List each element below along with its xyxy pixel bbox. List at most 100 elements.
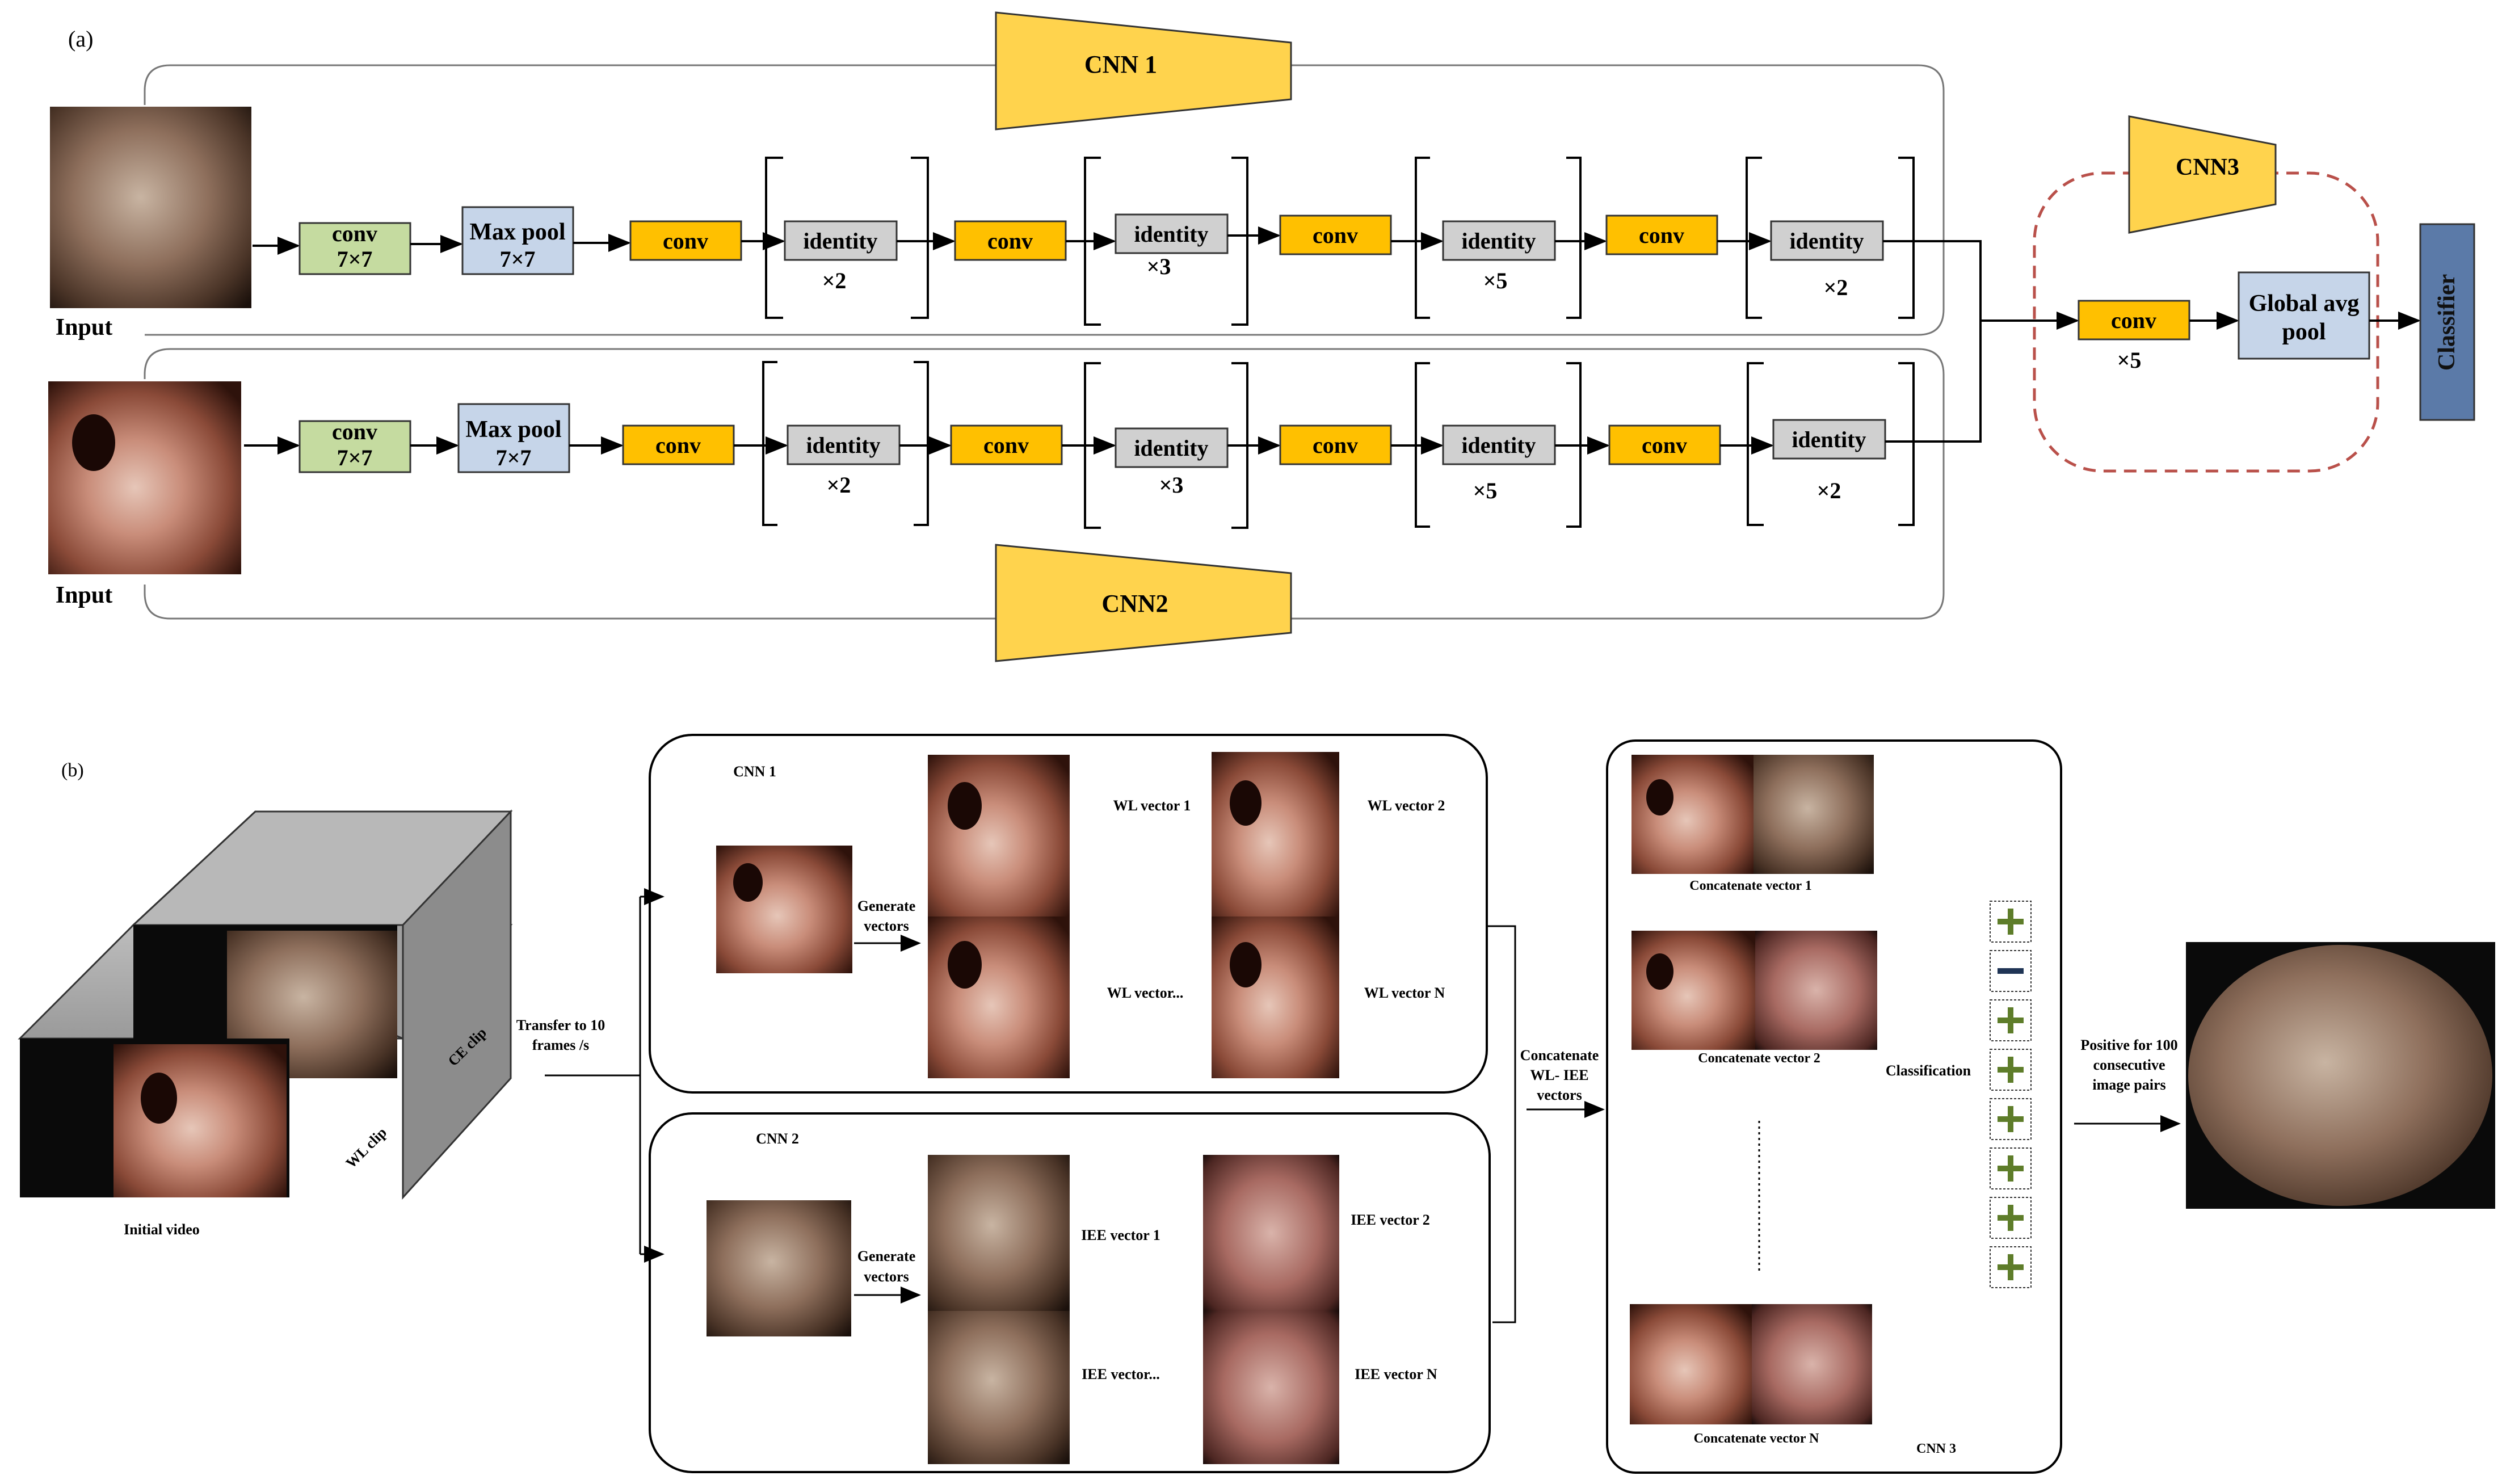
repeat-label: ×5 <box>1473 478 1498 503</box>
maxpool-label: Max pool <box>469 219 565 245</box>
concat-vector-image <box>1755 931 1877 1050</box>
panel-a-label: (a) <box>68 26 93 52</box>
conv7x7-label: conv <box>332 221 377 246</box>
maxpool-kernel: 7×7 <box>496 445 532 470</box>
repeat-label: ×5 <box>2117 347 2142 373</box>
cnn1-title: CNN 1 <box>1084 51 1157 78</box>
conv-label: conv <box>655 432 701 458</box>
negative-result <box>1990 950 2032 992</box>
merge-lines <box>1883 240 1982 443</box>
positive-result <box>1990 999 2032 1041</box>
concat-vector-image <box>1631 931 1755 1050</box>
repeat-label: ×2 <box>1817 478 1841 503</box>
cnn1-bracket <box>144 64 1945 336</box>
iee-vector-image <box>1203 1155 1339 1311</box>
identity-block <box>784 220 898 261</box>
concat-lines <box>1487 925 1516 1323</box>
identity-block <box>1115 427 1229 468</box>
concat-vector-1-label: Concatenate vector 1 <box>1689 878 1811 893</box>
conv-block <box>1608 424 1721 465</box>
positive-result <box>1990 1197 2032 1239</box>
conv-label: conv <box>2111 308 2156 333</box>
conv-block <box>629 220 742 261</box>
repeat-label: ×5 <box>1483 268 1508 293</box>
concat-vector-n-label: Concatenate vector N <box>1694 1431 1819 1446</box>
identity-block <box>1442 220 1556 261</box>
identity-block <box>1115 213 1229 254</box>
positive-result <box>1990 1147 2032 1189</box>
identity-label: identity <box>803 228 877 254</box>
input-image-wl-lumen <box>72 414 115 471</box>
conv-label: conv <box>987 228 1033 254</box>
repeat-label: ×2 <box>1824 275 1848 300</box>
output-image <box>2188 945 2492 1206</box>
transfer-label-2: frames /s <box>532 1037 589 1053</box>
wl-vector-n-label: WL vector N <box>1364 985 1445 1001</box>
generate-label: Generate <box>857 1248 916 1264</box>
identity-block <box>1772 419 1886 460</box>
wl-vector-lumen <box>1230 942 1261 987</box>
global-avg-pool-label-2: pool <box>2282 319 2326 345</box>
wl-vector-image <box>1212 752 1339 917</box>
conv-label: conv <box>1642 432 1687 458</box>
identity-label: identity <box>1134 221 1208 247</box>
global-avg-pool-label: Global avg <box>2249 291 2360 317</box>
cnn2-trapezoid <box>995 544 1292 662</box>
positive-result <box>1990 901 2032 943</box>
cnn2-bracket <box>144 348 1945 620</box>
identity-label: identity <box>1789 228 1864 254</box>
concat-label-2: WL- IEE <box>1530 1067 1588 1083</box>
wl-vector-dots-label: WL vector... <box>1107 985 1184 1001</box>
positive-label-3: image pairs <box>2092 1077 2165 1093</box>
wl-vector-image <box>1212 917 1339 1078</box>
input-label-top: Input <box>56 314 112 340</box>
identity-label: identity <box>1461 432 1536 458</box>
identity-block <box>787 424 901 465</box>
iee-vector-n-label: IEE vector N <box>1355 1366 1437 1382</box>
maxpool-kernel: 7×7 <box>500 246 536 272</box>
initial-video-box: CE clip WL clip Initial video <box>18 809 513 1238</box>
cnn1-trapezoid <box>995 11 1292 131</box>
wl-input-image <box>716 846 852 973</box>
conv-label: conv <box>1639 222 1684 248</box>
iee-vector-image <box>1203 1311 1339 1464</box>
generate-label-2: vectors <box>864 1268 909 1285</box>
cnn3-box <box>1606 739 2062 1474</box>
conv-block <box>1279 215 1392 255</box>
cnn2-box-title: CNN 2 <box>756 1130 799 1147</box>
transfer-lines <box>545 897 641 1254</box>
generate-label: Generate <box>857 898 916 914</box>
concat-vector-image <box>1631 755 1753 874</box>
maxpool-label: Max pool <box>465 417 561 443</box>
cnn2-row: conv 7×7 Max pool 7×7 conv identity ×2 c… <box>244 361 1915 529</box>
wl-vector-lumen <box>948 941 982 989</box>
classification-results <box>1990 901 2032 1288</box>
identity-label: identity <box>806 432 880 458</box>
input-image-ce <box>50 107 251 308</box>
wl-vector-lumen <box>948 782 982 830</box>
wl-vector-image <box>928 755 1070 917</box>
panel-b: (b) CE clip WL clip Initial video Transf… <box>18 734 2495 1474</box>
iee-vector-image <box>928 1311 1070 1464</box>
iee-vector-image <box>928 1155 1070 1311</box>
positive-label: Positive for 100 <box>2080 1037 2177 1053</box>
conv-block <box>622 424 735 465</box>
cnn3-trapezoid <box>2128 115 2277 234</box>
concat-label-3: vectors <box>1537 1087 1582 1103</box>
wl-clip-image <box>113 1044 287 1197</box>
positive-result <box>1990 1098 2032 1140</box>
generate-label-2: vectors <box>864 918 909 934</box>
identity-label: identity <box>1792 427 1866 452</box>
wl-input-lumen <box>733 863 763 902</box>
wl-vector-lumen <box>1230 780 1261 826</box>
conv-label: conv <box>663 228 708 254</box>
repeat-label: ×2 <box>822 268 847 293</box>
conv-label: conv <box>1313 222 1358 248</box>
conv-block-cnn3 <box>2078 300 2190 340</box>
cnn3-title: CNN3 <box>2176 154 2239 180</box>
conv-block <box>954 220 1067 261</box>
panel-a: (a) CNN 1 CNN2 Input Input conv 7×7 Max … <box>48 11 2475 662</box>
wl-clip-lumen <box>141 1073 177 1124</box>
classification-label: Classification <box>1886 1062 1971 1079</box>
